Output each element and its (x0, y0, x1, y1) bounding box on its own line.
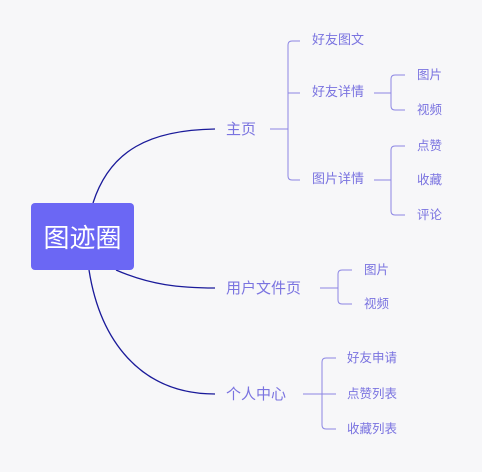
node-friend-requests[interactable]: 好友申请 (347, 350, 398, 365)
link-user-files-bracket (337, 269, 352, 305)
node-user-files-images[interactable]: 图片 (364, 262, 390, 277)
link-friend-details-bracket (390, 74, 405, 111)
node-friend-details-images[interactable]: 图片 (417, 67, 443, 82)
node-user-files[interactable]: 用户文件页 (226, 279, 302, 297)
node-like-list[interactable]: 点赞列表 (347, 386, 398, 401)
node-personal-center[interactable]: 个人中心 (226, 385, 287, 403)
node-image-details-favorites[interactable]: 收藏 (417, 172, 443, 187)
link-root-to-personal-center (88, 269, 216, 395)
node-user-files-videos[interactable]: 视频 (364, 296, 390, 311)
node-friend-posts[interactable]: 好友图文 (312, 33, 365, 48)
node-home[interactable]: 主页 (226, 120, 257, 138)
node-friend-details[interactable]: 好友详情 (312, 85, 365, 100)
node-favorite-list[interactable]: 收藏列表 (347, 421, 398, 436)
link-root-to-home (92, 128, 216, 204)
root-node-label: 图迹圈 (43, 224, 122, 254)
link-image-details-bracket (390, 145, 405, 216)
node-image-details-likes[interactable]: 点赞 (417, 138, 443, 153)
link-home-bracket (287, 40, 300, 181)
node-image-details[interactable]: 图片详情 (312, 172, 365, 187)
root-node[interactable]: 图迹圈 (31, 203, 134, 270)
node-friend-details-videos[interactable]: 视频 (417, 102, 443, 117)
node-image-details-comments[interactable]: 评论 (417, 207, 443, 222)
link-root-to-user-files (115, 269, 216, 289)
